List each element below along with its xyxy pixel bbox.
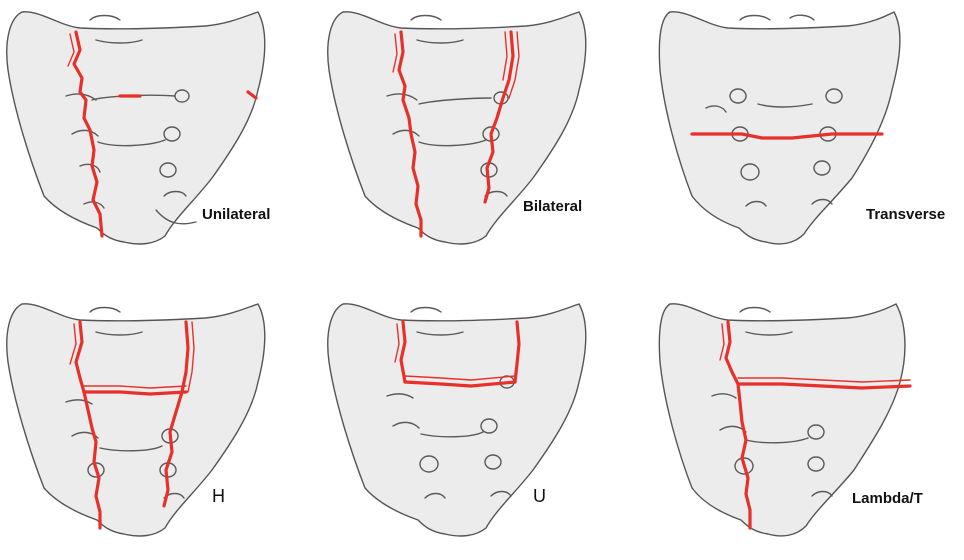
label-h: H xyxy=(212,486,225,507)
sacrum-h-drawing xyxy=(0,292,321,560)
sacrum-u-drawing xyxy=(321,292,642,560)
label-transverse: Transverse xyxy=(866,206,945,223)
label-lambda-t: Lambda/T xyxy=(852,490,923,507)
sacrum-unilateral-drawing xyxy=(0,0,321,268)
sacrum-outline xyxy=(659,12,900,244)
label-u: U xyxy=(533,486,546,507)
label-bilateral: Bilateral xyxy=(523,198,582,215)
panel-lambda-t: Lambda/T xyxy=(642,292,963,560)
panel-bilateral: Bilateral xyxy=(321,0,642,268)
sacrum-transverse-drawing xyxy=(642,0,963,268)
sacrum-outline xyxy=(328,304,586,536)
sacrum-lambda-t-drawing xyxy=(642,292,963,560)
label-unilateral: Unilateral xyxy=(202,206,270,223)
sacrum-outline xyxy=(7,304,265,536)
panel-u: U xyxy=(321,292,642,560)
sacral-fracture-figure: Unilateral Bilateral xyxy=(0,0,964,536)
panel-unilateral: Unilateral xyxy=(0,0,321,268)
panel-transverse: Transverse xyxy=(642,0,963,268)
panel-h: H xyxy=(0,292,321,560)
sacrum-bilateral-drawing xyxy=(321,0,642,268)
